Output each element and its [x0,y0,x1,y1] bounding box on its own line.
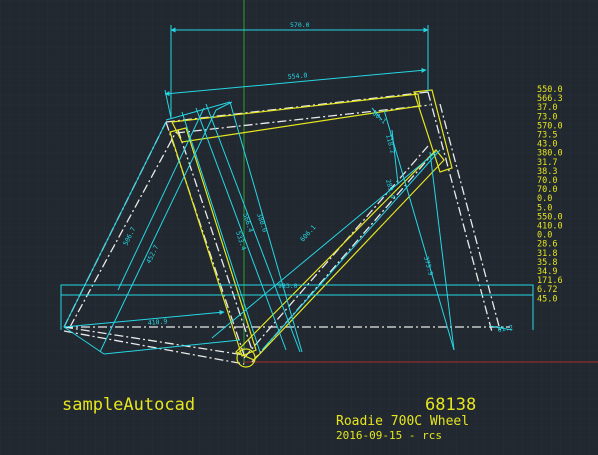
parameter-value: 31.7 [537,158,557,168]
part-number: 68138 [425,395,476,415]
frame-top-left [165,91,429,123]
parameter-value: 566.3 [537,94,563,104]
parameter-value: 37.0 [537,103,557,113]
parameter-value: 70.0 [537,176,557,186]
parameter-value: 5.0 [537,203,552,213]
parameter-value: 70.0 [537,185,557,195]
parameter-value: 28.6 [537,240,557,250]
parameter-value: 73.0 [537,112,557,122]
model-name: Roadie 700C Wheel [336,414,469,429]
parameter-value: 550.0 [537,85,563,95]
top-tube-outline [171,93,421,143]
parameter-value: 6.72 [537,285,557,295]
parameter-list: 550.0566.337.073.0570.073.543.0380.031.7… [537,85,563,304]
parameter-value: 0.0 [537,231,552,241]
frame-fork-a [427,91,493,333]
parameter-value: 410.0 [537,222,563,232]
dim-effective-top: 554.0 [287,71,307,81]
parameter-value: 45.0 [537,294,557,304]
bottom-bracket-circle [236,348,256,368]
parameter-value: 35.8 [537,258,557,268]
down-tube-outline [234,149,445,361]
parameter-value: 34.9 [537,267,557,277]
bike-frame[interactable] [63,91,510,365]
dimension-geometry [60,25,534,355]
drawing-name: sampleAutocad [62,395,195,415]
date-author: 2016-09-15 - rcs [336,429,442,442]
dim-wheelbase: 983.0 [278,282,298,290]
parameter-value: 171.6 [537,276,563,286]
dim-top-overall: 570.0 [290,21,310,29]
parameter-value: 0.0 [537,194,552,204]
parameter-value: 380.0 [537,149,563,159]
seat-tube-outline [169,127,257,357]
frame-top-tube [175,104,431,134]
parameter-value: 550.0 [537,212,563,222]
frame-seat-tube-b [177,129,253,351]
parameter-value: 73.5 [537,131,557,141]
parameter-value: 31.8 [537,249,557,259]
dim-top-right: 61.2 [497,323,514,334]
parameter-value: 38.3 [537,167,557,177]
parameter-value: 570.0 [537,121,563,131]
frame-fork-b [439,103,501,331]
frame-chainstay-bottom [63,330,245,365]
dim-chainstay: 410.9 [147,317,167,327]
parameter-value: 43.0 [537,140,557,150]
frame-chainstay-top [63,326,245,356]
